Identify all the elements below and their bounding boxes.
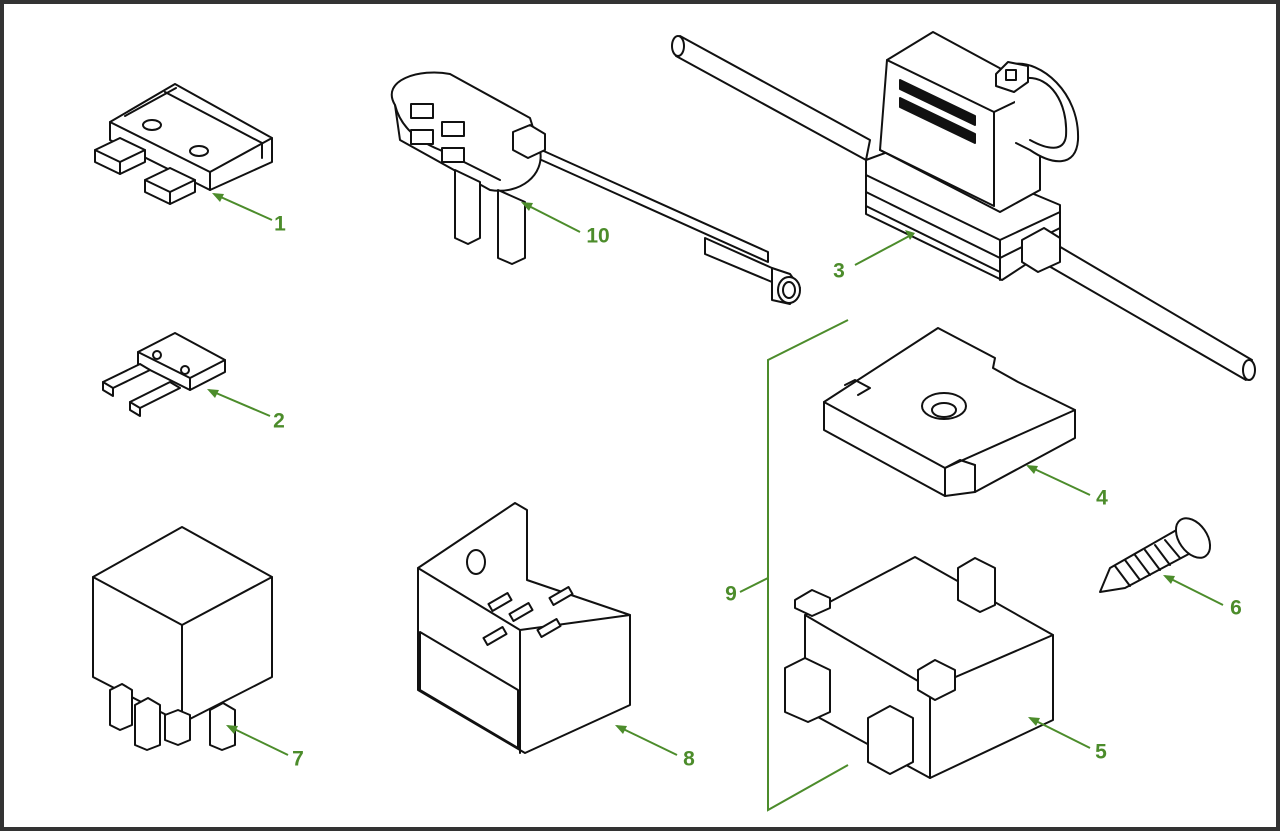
callout-label-7: 7 — [292, 747, 304, 771]
callout-label-10: 10 — [586, 224, 610, 248]
part-10-fuse-holder-lead — [390, 71, 801, 305]
callout-label-3: 3 — [833, 259, 845, 283]
part-3-inline-fuse-holder — [671, 31, 1256, 381]
callout-label-9: 9 — [725, 582, 737, 606]
part-2-mini-blade-fuse — [102, 332, 226, 417]
part-6-screw — [1099, 517, 1212, 593]
part-5-relay-base — [784, 556, 1054, 779]
callout-leaders — [207, 193, 1224, 812]
callout-label-1: 1 — [274, 212, 286, 236]
part-8-relay-socket — [417, 502, 631, 754]
callout-label-8: 8 — [683, 747, 695, 771]
callout-label-2: 2 — [273, 409, 285, 433]
callout-label-6: 6 — [1230, 596, 1242, 620]
part-1-standard-blade-fuse — [94, 83, 273, 205]
part-4-relay-cover — [823, 327, 1076, 497]
part-7-relay — [92, 526, 273, 751]
callout-label-4: 4 — [1096, 486, 1108, 510]
callout-label-5: 5 — [1095, 740, 1107, 764]
